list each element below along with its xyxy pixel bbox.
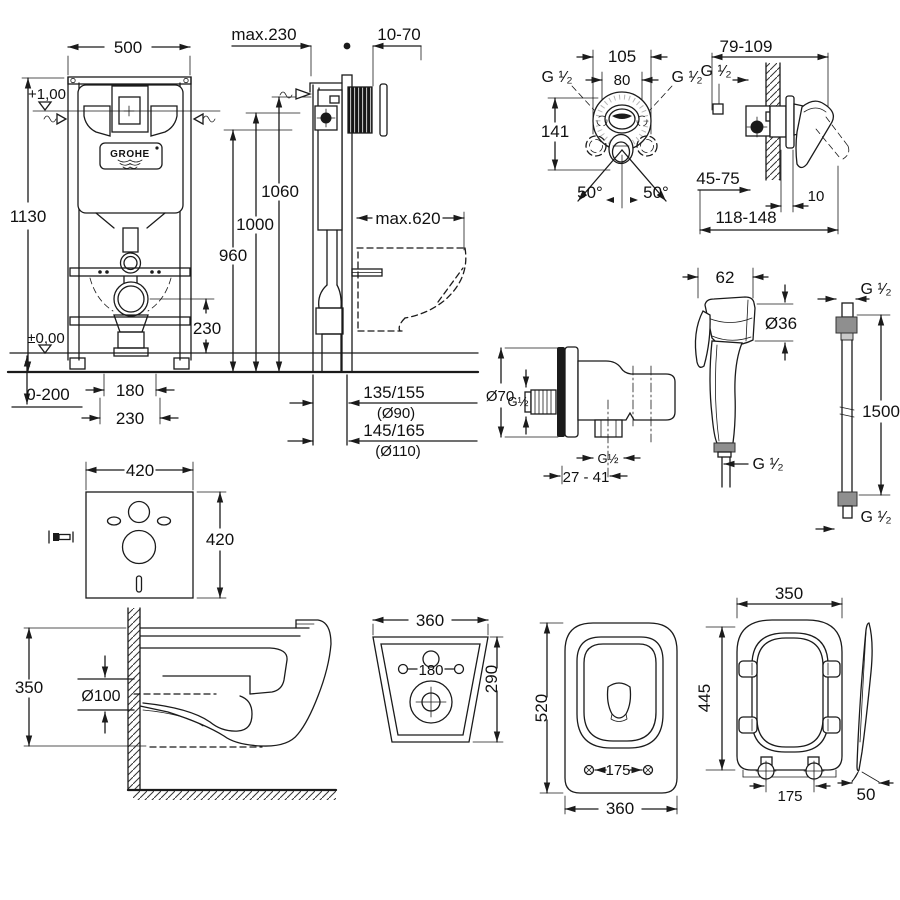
dim-back-width: 360 bbox=[416, 611, 444, 630]
dim-plate-depth: 10-70 bbox=[377, 25, 420, 44]
mounting-height-dims: 1060 1000 960 bbox=[219, 96, 312, 373]
dim-drain-height: 230 bbox=[193, 319, 221, 338]
dim-frame-width: 500 bbox=[114, 38, 142, 57]
dim-outlet-b-dia: (Ø110) bbox=[375, 443, 421, 460]
dim-seat-holes: 175 bbox=[605, 762, 630, 779]
dim-outlet-a-dia: (Ø90) bbox=[377, 405, 415, 422]
dim-mat-height: 420 bbox=[206, 530, 234, 549]
dim-body-depth: 45-75 bbox=[696, 169, 739, 188]
level-zero: ±0,00 bbox=[27, 330, 64, 347]
dim-hose-length: 1500 bbox=[862, 402, 900, 421]
grohe-logo: GROHE bbox=[99, 142, 163, 170]
dim-frame-depth: max.230 bbox=[231, 25, 296, 44]
frame-side-view: max.230 10-70 max.620 135/155 (Ø90) 145/… bbox=[231, 25, 478, 460]
dim-plan-width: 360 bbox=[606, 799, 634, 818]
dim-seat-depth: 445 bbox=[695, 684, 714, 712]
dim-outlet-b: 145/165 bbox=[363, 421, 424, 440]
dim-outlet-dia: Ø100 bbox=[81, 688, 120, 705]
mixer-side-view: 79-109 G ¹⁄₂ 45-75 10 118-148 bbox=[696, 37, 850, 235]
dim-top-spacing: 80 bbox=[614, 72, 631, 89]
thread-bottom-label: G½ bbox=[598, 451, 619, 466]
dim-port-spacing: 105 bbox=[608, 47, 636, 66]
level-water: +1,00 bbox=[28, 86, 66, 103]
bowl-back-view: 360 180 290 bbox=[372, 611, 504, 743]
dim-flange-dia: Ø70 bbox=[486, 388, 514, 405]
dim-seat-thickness: 50 bbox=[857, 785, 876, 804]
thread-side-label: G½ bbox=[508, 394, 529, 409]
seat-view: 350 445 175 50 bbox=[695, 584, 894, 805]
dim-plan-depth: 520 bbox=[532, 694, 551, 722]
thread-hose-bottom: G ¹⁄₂ bbox=[860, 509, 891, 526]
dim-head-dia: Ø36 bbox=[765, 314, 797, 333]
bowl-side-section: 350 Ø100 bbox=[15, 607, 338, 800]
dim-bowl-height: 350 bbox=[15, 678, 43, 697]
thread-right: G ¹⁄₂ bbox=[671, 69, 702, 86]
dim-foot-adjust: 0-200 bbox=[26, 385, 69, 404]
dim-hinge-spacing: 175 bbox=[777, 788, 802, 805]
dim-mat-width: 420 bbox=[126, 461, 154, 480]
dim-back-height: 290 bbox=[482, 665, 501, 693]
thread-spray: G ¹⁄₂ bbox=[752, 456, 783, 473]
dim-plate-gap: 10 bbox=[808, 188, 825, 205]
dim-angle-left: 50° bbox=[577, 183, 603, 202]
dim-depth-total: 118-148 bbox=[715, 208, 776, 227]
bolt-icon bbox=[48, 530, 74, 544]
dim-seat-width: 350 bbox=[775, 584, 803, 603]
sound-mat-view: 420 420 bbox=[48, 461, 234, 599]
dim-height-low: 960 bbox=[219, 246, 247, 265]
dim-bowl-depth: max.620 bbox=[375, 209, 440, 228]
dim-mixer-height: 141 bbox=[541, 122, 569, 141]
dim-height-top: 1060 bbox=[261, 182, 299, 201]
bowl-plan-view: 520 175 360 bbox=[532, 622, 678, 818]
hand-spray-view: 62 Ø36 G ¹⁄₂ bbox=[682, 267, 797, 488]
dim-depth-min: 79-109 bbox=[720, 37, 773, 56]
brand-text: GROHE bbox=[110, 149, 150, 160]
thread-side: G ¹⁄₂ bbox=[700, 63, 731, 80]
shower-hose-view: G ¹⁄₂ 1500 G ¹⁄₂ bbox=[815, 281, 900, 533]
mixer-front-view: 105 80 G ¹⁄₂ G ¹⁄₂ 141 50° 50° bbox=[541, 47, 703, 209]
dim-frame-height: 1130 bbox=[10, 207, 47, 226]
frame-front-view: 500 1130 +1,00 GROHE ±0,00 bbox=[6, 38, 480, 428]
dim-outlet-a: 135/155 bbox=[363, 383, 424, 402]
dim-angle-right: 50° bbox=[643, 183, 669, 202]
dim-union-depth: 27 - 41 bbox=[563, 469, 610, 486]
dim-hole-spacing: 180 bbox=[418, 662, 443, 679]
dim-head-width: 62 bbox=[716, 268, 735, 287]
thread-hose-top: G ¹⁄₂ bbox=[860, 281, 891, 298]
wall-union-view: Ø70 G½ G½ 27 - 41 bbox=[486, 346, 676, 486]
dim-height-mid: 1000 bbox=[236, 215, 274, 234]
dim-drain-spacing-outer: 230 bbox=[116, 409, 144, 428]
dim-drain-spacing: 180 bbox=[116, 381, 144, 400]
thread-left: G ¹⁄₂ bbox=[541, 69, 572, 86]
